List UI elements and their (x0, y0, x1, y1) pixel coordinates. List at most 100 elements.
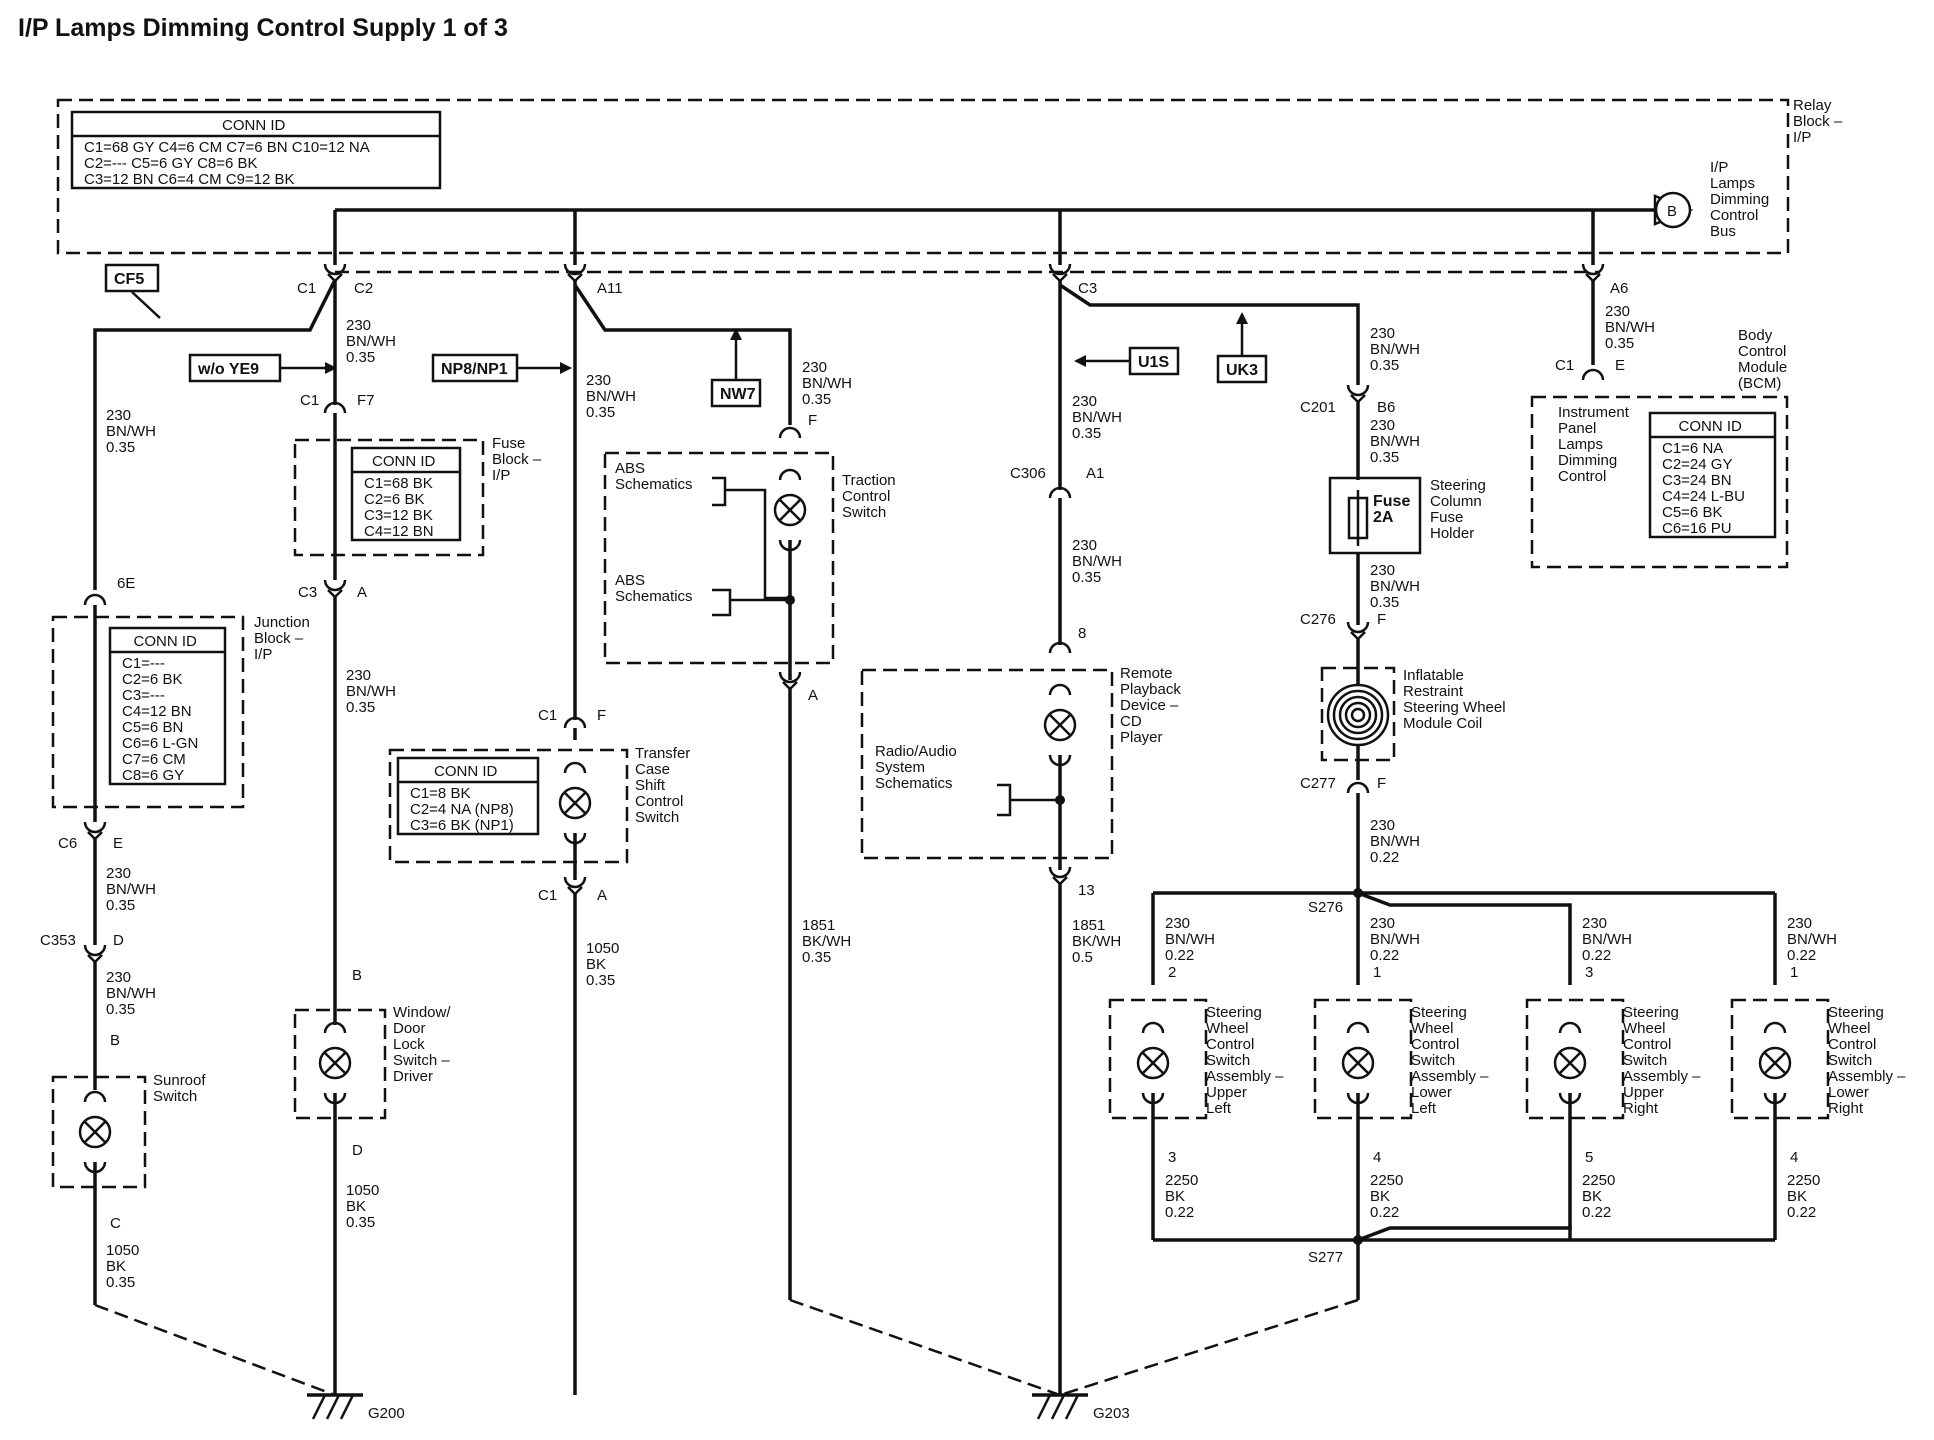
junction-connector (83, 593, 107, 606)
lamp-terminal (1346, 1092, 1370, 1105)
coil-label: Restraint (1403, 683, 1464, 700)
abs-bracket (712, 588, 732, 617)
switch-assembly-label: Upper (1623, 1084, 1664, 1101)
switch-assembly-lamp (1764, 1052, 1786, 1074)
lamp-terminal (563, 832, 587, 845)
wire-label: 0.22 (1165, 947, 1194, 964)
wire-label: BK (1787, 1188, 1807, 1205)
wire-label: 230 (106, 865, 131, 882)
coil-label: Inflatable (1403, 667, 1464, 684)
wire-label: 1851 (1072, 917, 1105, 934)
wire-label: 0.22 (1370, 849, 1399, 866)
switch-assembly-label: Wheel (1411, 1020, 1454, 1037)
steering-connector (1350, 631, 1366, 641)
bus-label: Dimming (1710, 191, 1769, 208)
lamp-terminal (563, 761, 587, 774)
radio-frame (860, 668, 1114, 860)
bcm-conn-id-frame (1648, 411, 1777, 539)
switch-assembly-frame (1313, 998, 1413, 1120)
conn-id-row: C1=6 NA (1662, 440, 1723, 457)
coil-label: Module Coil (1403, 715, 1482, 732)
switch-assembly-label: Assembly – (1411, 1068, 1489, 1085)
wire-label: BN/WH (346, 683, 396, 700)
wire-label: 0.22 (1582, 947, 1611, 964)
pin-label: A1 (1086, 465, 1104, 482)
radio-schem-label: System (875, 759, 925, 776)
lamp-terminal (83, 1161, 107, 1174)
pin-label: E (1615, 357, 1625, 374)
wire-branch (1357, 891, 1572, 985)
transfer-lamp (564, 792, 586, 814)
fuse-label: 2A (1373, 509, 1394, 526)
wire-label: 0.35 (1370, 594, 1399, 611)
coil-winding (1344, 701, 1372, 729)
relay-pin-label: C1 (297, 280, 316, 297)
conn-id-row: C3=6 BK (NP1) (410, 817, 514, 834)
relay-connector (1581, 263, 1605, 276)
coil-winding (1326, 683, 1390, 747)
bcm-inner-label: Lamps (1558, 436, 1603, 453)
conn-id-row: C6=16 PU (1662, 520, 1732, 537)
wire-label: BK/WH (1072, 933, 1121, 950)
fuse-conn-id-frame (350, 446, 462, 542)
wire-label: 1050 (586, 940, 619, 957)
pin-label: 1 (1373, 964, 1381, 981)
lamp-terminal (1763, 1021, 1787, 1034)
bcm-inner-label: Panel (1558, 420, 1596, 437)
wires (93, 208, 1777, 1420)
switch-assembly-label: Assembly – (1206, 1068, 1284, 1085)
wire-label: BN/WH (1787, 931, 1837, 948)
switch-assembly-label: Control (1623, 1036, 1671, 1053)
bcm-frame (1530, 395, 1789, 569)
wire-label: 230 (1605, 303, 1630, 320)
ref-arrowhead (325, 362, 337, 374)
radio-label: Player (1120, 729, 1163, 746)
switch-assembly-label: Left (1206, 1100, 1232, 1117)
pin-label: 4 (1373, 1149, 1381, 1166)
wire-label: 230 (346, 317, 371, 334)
conn-id-row: C3=--- (122, 687, 165, 704)
pin-label: C306 (1010, 465, 1046, 482)
transfer-connector (567, 886, 583, 896)
window-switch-label: Window/ (393, 1004, 451, 1021)
wire-label: 1050 (346, 1182, 379, 1199)
wire-label: BN/WH (586, 388, 636, 405)
wire-label: 0.35 (1370, 449, 1399, 466)
conn-id-title: CONN ID (434, 763, 498, 780)
traction-label: Traction (842, 472, 896, 489)
wire-label: 230 (1072, 537, 1097, 554)
fuse-holder-label: Steering (1430, 477, 1486, 494)
pin-label: F (1377, 611, 1386, 628)
wire-label: 0.35 (346, 699, 375, 716)
traction-label: Switch (842, 504, 886, 521)
conn-id-row: C3=12 BN C6=4 CM C9=12 BK (84, 171, 295, 188)
pin-label: F7 (357, 392, 375, 409)
radio-connector (1052, 876, 1068, 886)
radio-label: Playback (1120, 681, 1181, 698)
pin-label: C1 (538, 887, 557, 904)
conn-id-row: C4=12 BN (364, 523, 434, 540)
sunroof-lamp (84, 1121, 106, 1143)
wire-label: BK (1370, 1188, 1390, 1205)
wire-label: 0.35 (346, 1214, 375, 1231)
bus-letter: B (1667, 203, 1677, 220)
wire-label: BN/WH (1370, 433, 1420, 450)
switch-assembly-lamp (1142, 1052, 1164, 1074)
switch-assembly-label: Switch (1623, 1052, 1667, 1069)
conn-id-row: C4=24 L-BU (1662, 488, 1745, 505)
pin-label: 5 (1585, 1149, 1593, 1166)
radio-label: CD (1120, 713, 1142, 730)
lamp-terminal (778, 539, 802, 552)
wire-label: 230 (106, 407, 131, 424)
junction-conn-id-frame (108, 626, 227, 786)
pin-label: 4 (1790, 1149, 1798, 1166)
window-switch-label: Lock (393, 1036, 425, 1053)
steering-connector (1350, 394, 1366, 404)
ground-label: G200 (368, 1405, 405, 1422)
pin-label: A (357, 584, 367, 601)
abs-traction-frame (603, 451, 835, 665)
abs-label-1: Schematics (615, 476, 693, 493)
switch-assembly-lamp (1347, 1052, 1369, 1074)
junction-connector (83, 821, 107, 834)
